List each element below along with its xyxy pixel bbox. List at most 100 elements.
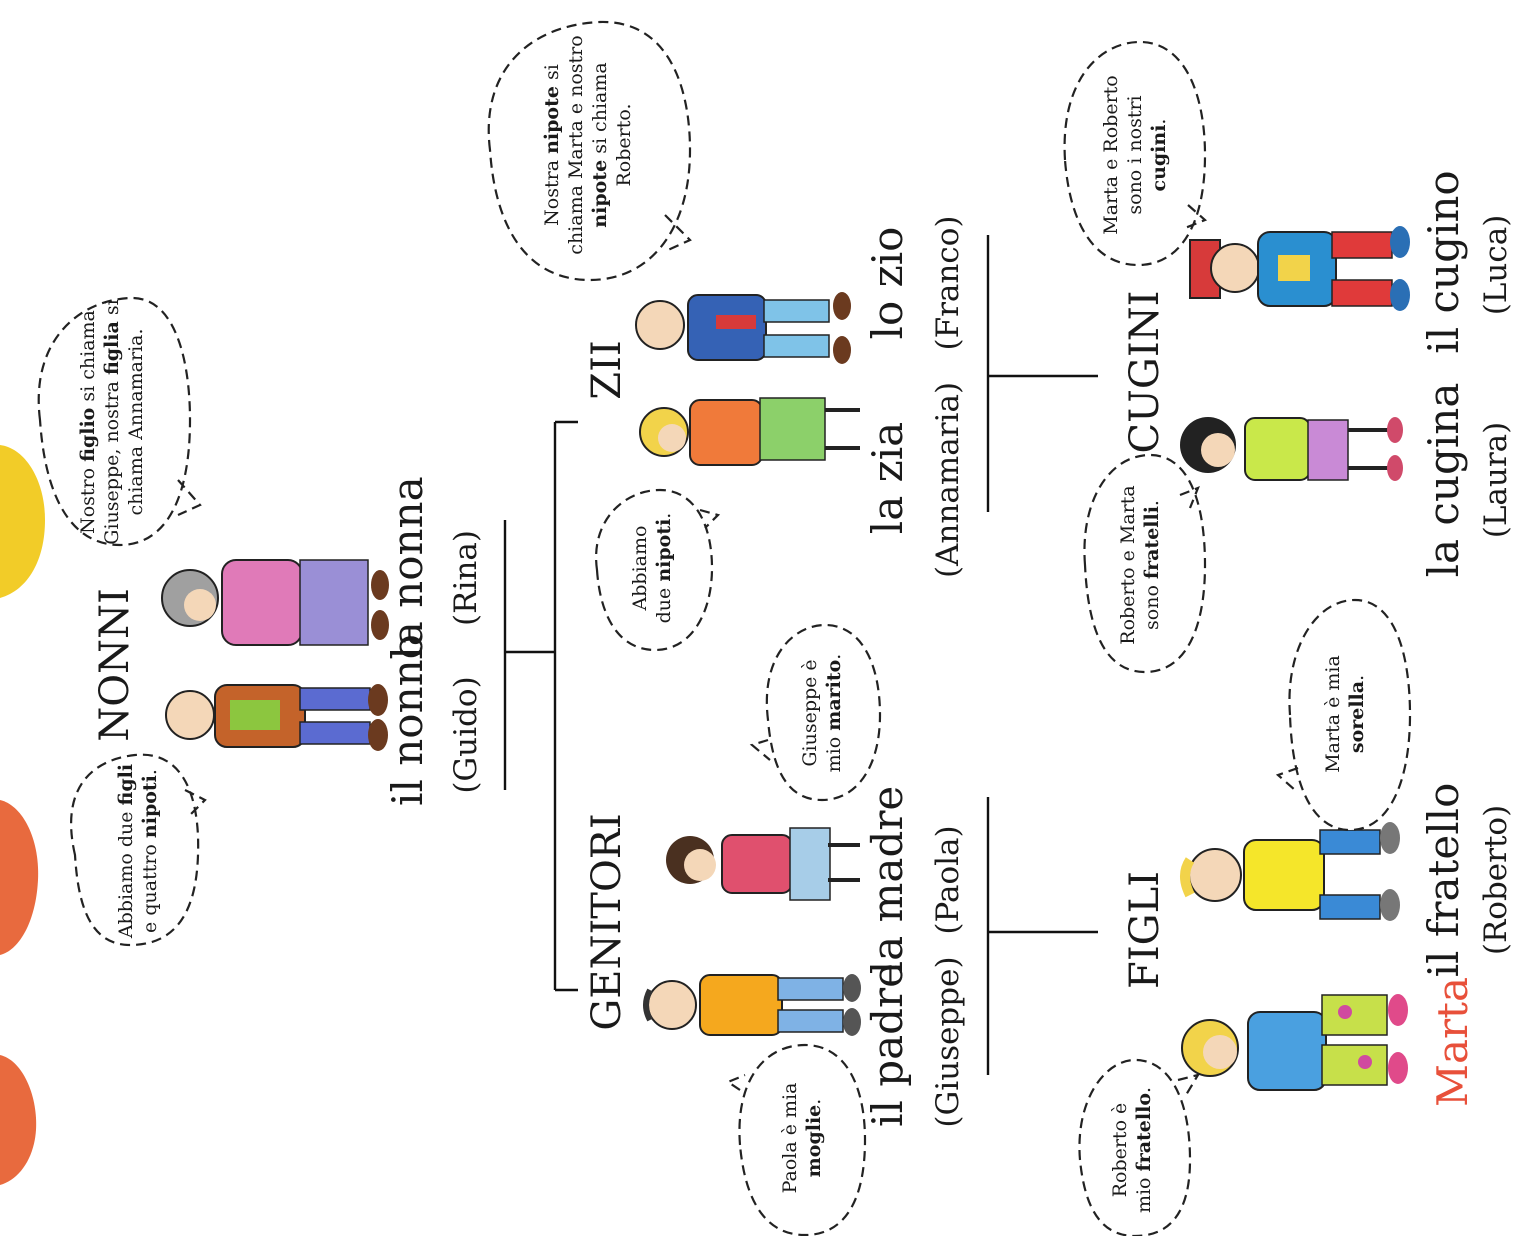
bubble-line: chiama Annamaria. [125, 328, 147, 515]
bubble-text-segment: nipote [541, 86, 563, 154]
bubble-text-segment: Abbiamo due [115, 805, 137, 939]
bubble-text-segment: nipoti [139, 775, 161, 838]
bubble-text-segment: Roberto è [1109, 1103, 1131, 1198]
bubble-text-segment: . [139, 769, 161, 775]
bubble-text-segment: . [1148, 119, 1170, 125]
bubble-text-segment: chiama Annamaria. [125, 328, 147, 515]
bubble-text-segment: mio [1133, 1171, 1155, 1213]
bubble-line: due nipoti. [653, 513, 675, 624]
figure-nonna [161, 559, 389, 646]
bubble-text-segment: Giuseppe, nostra [101, 375, 123, 545]
bubble-text-segment: mio [823, 731, 845, 773]
figure-madre [666, 827, 860, 901]
bubble-line: Marta e Roberto [1100, 75, 1122, 234]
name-cugino: (Luca) [1478, 215, 1514, 316]
bubble-text-segment: si [101, 299, 123, 321]
bubble-text-segment: Nostro [77, 462, 99, 534]
name-madre: (Paola) [930, 825, 966, 934]
bubble-text-segment: figli [115, 764, 137, 806]
bubble-line: sono fratelli. [1141, 500, 1163, 630]
bubble-line: Abbiamo due figli [115, 764, 137, 939]
bubble-line: Paola è mia [779, 1083, 801, 1194]
bubble-text-segment: moglie [803, 1105, 825, 1178]
bubble-text-segment: Nostra [541, 154, 563, 226]
bubble-line: e quattro nipoti. [139, 769, 161, 933]
bubble-text-segment: fratello [1133, 1093, 1155, 1171]
bubble-text-segment: . [1133, 1087, 1155, 1093]
bubble-text-segment: e quattro [139, 838, 161, 933]
name-zia: (Annamaria) [930, 382, 966, 578]
label-zio: lo zio [863, 227, 912, 340]
bubble-text-segment: sono [1141, 579, 1163, 630]
bubble-line: chiama Marta e nostro [565, 35, 587, 254]
group-figli: FIGLI [1122, 871, 1168, 989]
bubble-line: Roberto e Marta [1117, 485, 1139, 644]
bubble-text-segment: figlia [101, 321, 123, 375]
tree-lines [503, 235, 1098, 1075]
bubble-line: sorella. [1346, 675, 1368, 753]
bubble-text-segment: Giuseppe è [799, 659, 821, 766]
label-marta: Marta [1428, 977, 1477, 1107]
name-nonna: (Rina) [448, 530, 484, 626]
bubble-text-segment: Roberto e Marta [1117, 485, 1139, 644]
orange-blob-bottom [0, 1055, 37, 1185]
bubble-text-segment: . [1141, 500, 1163, 506]
bubble-text-segment: fratelli [1141, 506, 1163, 579]
bubble-line: cugini. [1148, 119, 1170, 192]
bubble-text-segment: Paola è mia [779, 1083, 801, 1194]
label-cugino: il cugino [1419, 170, 1468, 353]
bubble-text-segment: . [653, 513, 675, 519]
group-headings: NONNI GENITORI ZII FIGLI CUGINI [92, 291, 1168, 1031]
bubble-line: Roberto è [1109, 1103, 1131, 1198]
bubble-line: sono i nostri [1124, 95, 1146, 214]
bubble-text-segment: Abbiamo [629, 526, 651, 612]
name-fratello: (Roberto) [1478, 805, 1514, 955]
bubble-text-segment: si chiama [77, 310, 99, 408]
decorative-blobs [0, 445, 45, 1185]
bubble-line: mio marito. [823, 654, 845, 773]
bubble-text-segment: . [1346, 675, 1368, 681]
label-fratello: il fratello [1419, 783, 1468, 978]
yellow-blob [0, 445, 45, 598]
label-nonno: il nonno [383, 634, 432, 806]
bubble-text-segment: . [803, 1099, 825, 1105]
bubble-text-segment: Marta e Roberto [1100, 75, 1122, 234]
name-zio: (Franco) [930, 216, 966, 351]
bubble-text-segment: Marta è mia [1322, 655, 1344, 773]
name-cugina: (Laura) [1478, 422, 1514, 539]
group-zii: ZII [584, 340, 630, 399]
bubble-line: Abbiamo [629, 526, 651, 612]
bubble-line: Giuseppe, nostra figlia si [101, 299, 123, 544]
label-madre: la madre [863, 786, 912, 975]
person-labels: il nonno (Guido) la nonna (Rina) il padr… [383, 170, 1514, 1127]
figures [161, 226, 1410, 1091]
bubble-text-segment: due [653, 582, 675, 624]
label-zia: la zia [863, 422, 912, 534]
figure-cugino [1189, 226, 1410, 311]
orange-blob-top [0, 800, 39, 955]
bubble-text-segment: figlio [77, 408, 99, 462]
figure-zio [635, 292, 851, 364]
bubble-line: nipote si chiama [589, 62, 611, 227]
bubble-text-segment: . [823, 654, 845, 660]
bubble-text-segment: chiama Marta e nostro [565, 35, 587, 254]
